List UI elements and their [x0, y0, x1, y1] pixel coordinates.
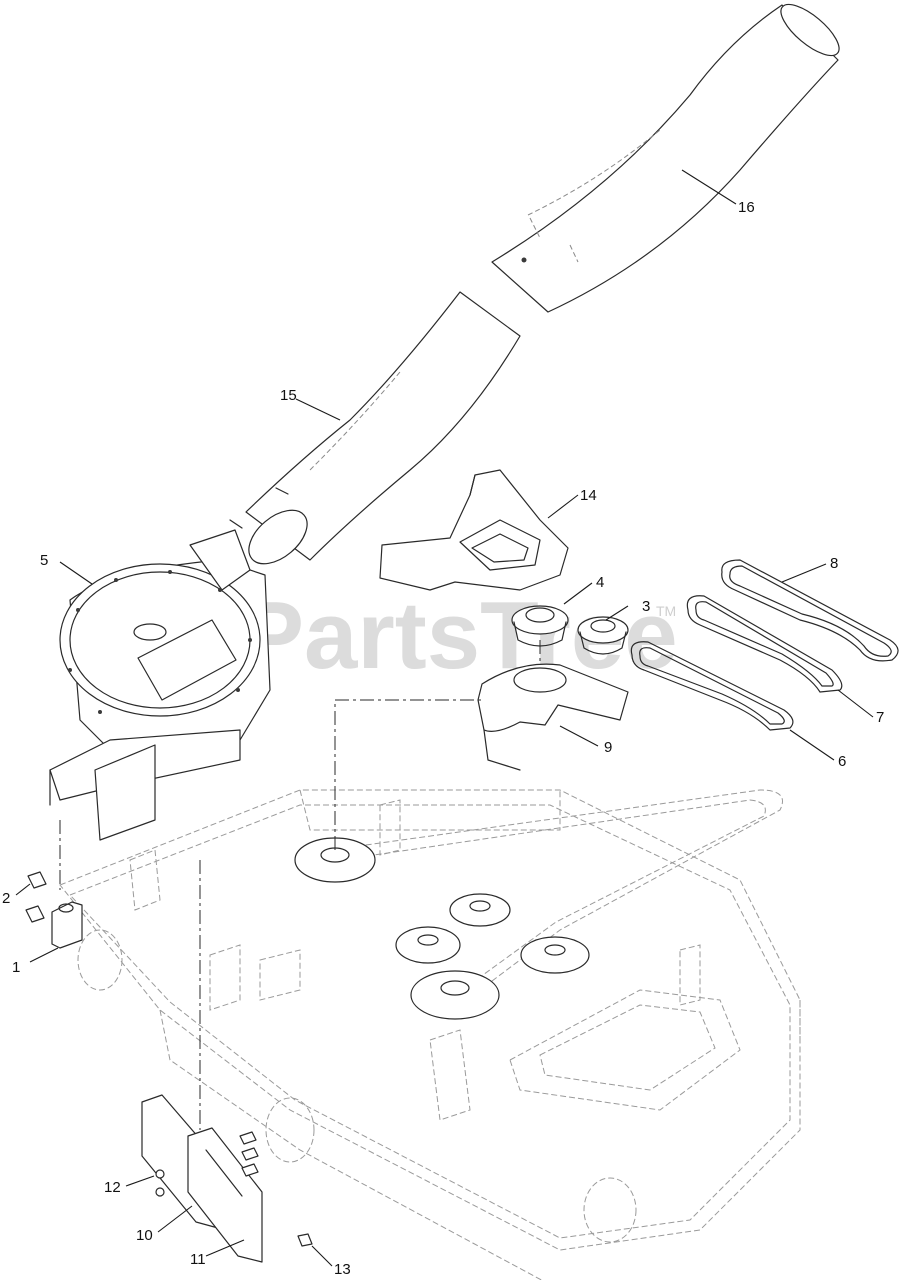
- watermark-tm: TM: [656, 603, 676, 619]
- part-13-bolts: [239, 1131, 313, 1247]
- callout-4: 4: [596, 574, 604, 591]
- callout-1: 1: [12, 959, 20, 976]
- part-7-belt: [686, 595, 843, 693]
- callout-11: 11: [190, 1251, 206, 1268]
- part-16-upper-tube: [491, 3, 840, 313]
- callout-7: 7: [876, 709, 884, 726]
- leader-lines: [15, 169, 874, 1267]
- part-11-plate: [187, 1127, 263, 1263]
- assembly-lines: [59, 640, 541, 1130]
- deck-pulleys: [294, 837, 590, 1020]
- callout-3: 3: [642, 598, 650, 615]
- callouts: 1 2 3 4 5 6 7 8 9 10 11 12 13 14 15 16: [2, 199, 884, 1278]
- callout-16: 16: [738, 199, 755, 216]
- callout-12: 12: [104, 1179, 121, 1196]
- callout-10: 10: [136, 1227, 153, 1244]
- mower-deck: [59, 789, 801, 1280]
- callout-9: 9: [604, 739, 612, 756]
- callout-13: 13: [334, 1261, 351, 1278]
- callout-2: 2: [2, 890, 10, 907]
- part-12-nuts: [155, 1169, 165, 1197]
- callout-6: 6: [838, 753, 846, 770]
- part-4-bearing: [511, 605, 569, 647]
- callout-14: 14: [580, 487, 597, 504]
- part-9-bracket: [477, 663, 629, 771]
- callout-8: 8: [830, 555, 838, 572]
- part-3-bearing: [577, 616, 629, 655]
- part-14-cover: [379, 469, 569, 591]
- part-8-belt: [721, 559, 899, 662]
- callout-5: 5: [40, 552, 48, 569]
- callout-15: 15: [280, 387, 297, 404]
- caster-wheels: [77, 929, 637, 1243]
- part-1-mount-bracket: [51, 901, 83, 949]
- part-5-blower-housing: [49, 519, 271, 841]
- part-2-bolts: [25, 871, 47, 923]
- part-15-lower-tube: [245, 291, 521, 565]
- part-6-belt: [630, 641, 794, 731]
